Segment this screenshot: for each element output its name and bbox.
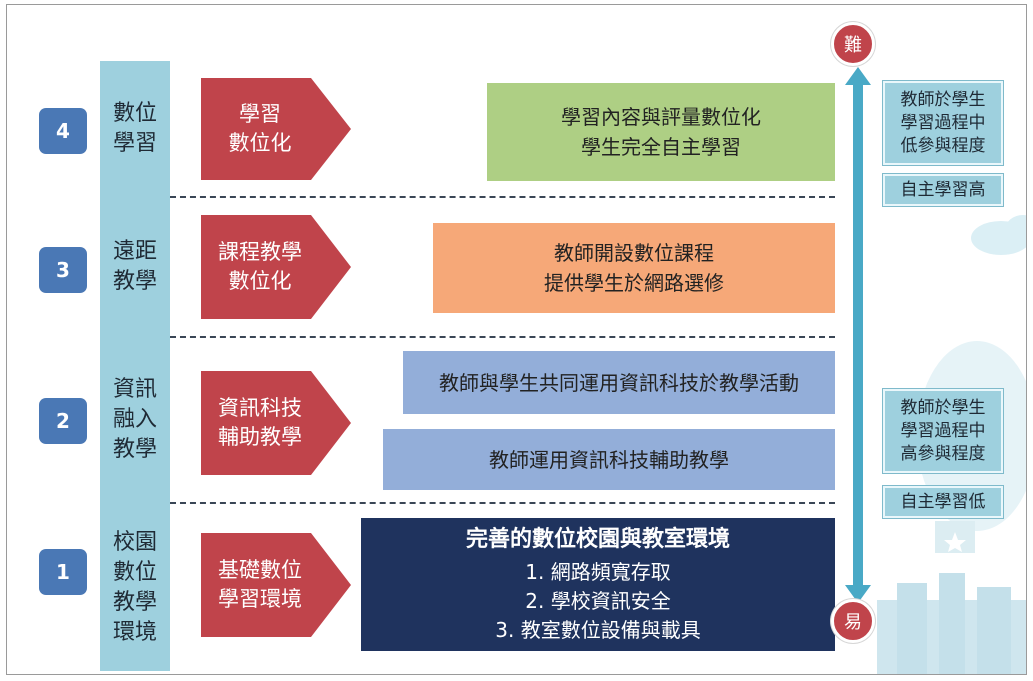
teacher-high-participation-note: 教師於學生 學習過程中 高參與程度 bbox=[882, 388, 1004, 474]
level-2-description-teacher: 教師運用資訊科技輔助教學 bbox=[383, 429, 835, 490]
level-2-description-joint: 教師與學生共同運用資訊科技於教學活動 bbox=[403, 351, 835, 414]
level-divider bbox=[170, 196, 835, 198]
level-1-description: 完善的數位校園與教室環境 1. 網路頻寬存取 2. 學校資訊安全 3. 教室數位… bbox=[361, 518, 835, 651]
level-3-arrow: 課程教學 數位化 bbox=[201, 215, 351, 319]
stage-column bbox=[100, 61, 170, 671]
high-autonomy-note: 自主學習高 bbox=[882, 173, 1004, 207]
level-1-stage-label: 校園 數位 教學 環境 bbox=[113, 529, 158, 645]
level-1-badge: 1 bbox=[39, 549, 87, 595]
teacher-low-participation-note: 教師於學生 學習過程中 低參與程度 bbox=[882, 80, 1004, 166]
level-4-stage-label: 數位 學習 bbox=[113, 100, 158, 156]
level-1-item: 2. 學校資訊安全 bbox=[525, 589, 671, 613]
level-1-item: 3. 教室數位設備與載具 bbox=[495, 618, 701, 642]
level-2-stage-label: 資訊 融入 教學 bbox=[113, 377, 158, 462]
level-3-badge: 3 bbox=[39, 247, 87, 293]
diagram-frame: 4 數位 學習 學習 數位化 學習內容與評量數位化 學生完全自主學習 3 遠距 … bbox=[6, 4, 1027, 675]
level-4-arrow: 學習 數位化 bbox=[201, 78, 351, 180]
level-1-description-title: 完善的數位校園與教室環境 bbox=[465, 527, 730, 552]
difficulty-axis-arrow bbox=[845, 67, 871, 603]
level-divider bbox=[170, 336, 835, 338]
level-divider bbox=[170, 502, 835, 504]
level-2-arrow: 資訊科技 輔助教學 bbox=[201, 371, 351, 475]
level-1-arrow: 基礎數位 學習環境 bbox=[201, 533, 351, 637]
level-3-description: 教師開設數位課程 提供學生於網路選修 bbox=[433, 223, 835, 313]
level-4-badge: 4 bbox=[39, 108, 87, 154]
difficulty-hard-marker: 難 bbox=[831, 22, 875, 66]
low-autonomy-note: 自主學習低 bbox=[882, 485, 1004, 519]
background-illustration bbox=[877, 215, 1026, 674]
difficulty-easy-marker: 易 bbox=[831, 599, 875, 643]
level-1-item: 1. 網路頻寬存取 bbox=[525, 560, 671, 584]
level-2-badge: 2 bbox=[39, 398, 87, 444]
level-4-description: 學習內容與評量數位化 學生完全自主學習 bbox=[487, 83, 835, 181]
level-3-stage-label: 遠距 教學 bbox=[113, 239, 158, 294]
